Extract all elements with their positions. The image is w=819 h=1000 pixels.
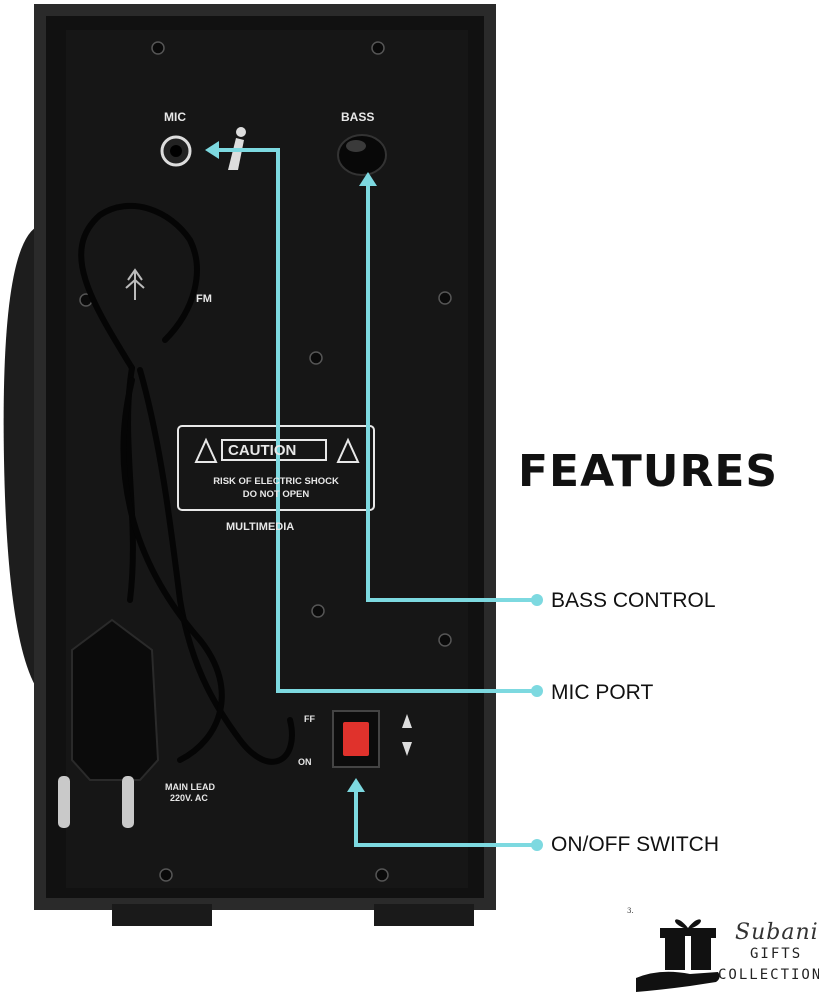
antenna-icon — [125, 268, 145, 300]
brand-word-collection: COLLECTION — [718, 967, 819, 983]
screw-icon — [151, 41, 165, 55]
mic-label: MIC — [164, 110, 186, 124]
screw-icon — [438, 291, 452, 305]
screw-icon — [371, 41, 385, 55]
bass-callout-arrow — [359, 172, 377, 186]
plug-pin — [58, 776, 70, 828]
gift-ribbon — [685, 936, 691, 970]
multimedia-label: MULTIMEDIA — [226, 521, 294, 533]
brand-word-gifts: GIFTS — [750, 946, 803, 962]
bass-knob-icon — [337, 134, 387, 176]
callout-lines — [215, 148, 535, 847]
bass-control-callout: BASS CONTROL — [551, 589, 716, 612]
screw-icon — [375, 868, 389, 882]
bass-label: BASS — [341, 110, 374, 124]
shock-warning-icon — [194, 437, 218, 463]
screw-icon — [438, 633, 452, 647]
warning-line-1: RISK OF ELECTRIC SHOCK — [213, 476, 339, 487]
microphone-head — [236, 127, 246, 137]
exclamation-warning-icon — [336, 437, 360, 463]
switch-callout-arrow — [347, 778, 365, 792]
mic-callout-arrow — [205, 141, 219, 159]
plug-pin — [122, 776, 134, 828]
screw-icon — [309, 351, 323, 365]
mic-callout-dot — [531, 685, 543, 697]
gift-logo-icon — [636, 919, 720, 992]
mic-port-callout: MIC PORT — [551, 681, 654, 704]
screw-icon — [311, 604, 325, 618]
bass-knob-highlight — [346, 140, 366, 152]
screw-icon — [159, 868, 173, 882]
warning-line-2: DO NOT OPEN — [243, 489, 310, 500]
on-off-switch-callout: ON/OFF SWITCH — [551, 833, 719, 856]
power-switch-icon — [343, 722, 369, 756]
switch-callout-dot — [531, 839, 543, 851]
off-label: FF — [304, 714, 315, 724]
caution-title-box — [221, 439, 327, 461]
plug-body — [71, 618, 160, 781]
page-number: 3. — [627, 907, 634, 915]
power-cord — [78, 203, 295, 765]
switch-callout-line — [354, 786, 535, 847]
on-label: ON — [298, 757, 312, 767]
main-lead-label: MAIN LEAD — [165, 782, 215, 792]
voltage-label: 220V. AC — [170, 793, 208, 803]
power-switch-housing — [332, 710, 380, 768]
features-heading: FEATURES — [518, 446, 779, 497]
bass-callout-dot — [531, 594, 543, 606]
caution-label: CAUTION — [228, 442, 296, 459]
bass-callout-line — [366, 182, 535, 602]
speaker-foot — [374, 904, 474, 926]
up-down-arrow-icon — [402, 714, 412, 756]
microphone-icon — [228, 138, 244, 170]
speaker-foot — [112, 904, 212, 926]
fm-label: FM — [196, 293, 212, 305]
mic-jack-hole — [170, 145, 182, 157]
brand-script-name: Subani — [735, 920, 819, 945]
mic-callout-line — [215, 148, 535, 693]
